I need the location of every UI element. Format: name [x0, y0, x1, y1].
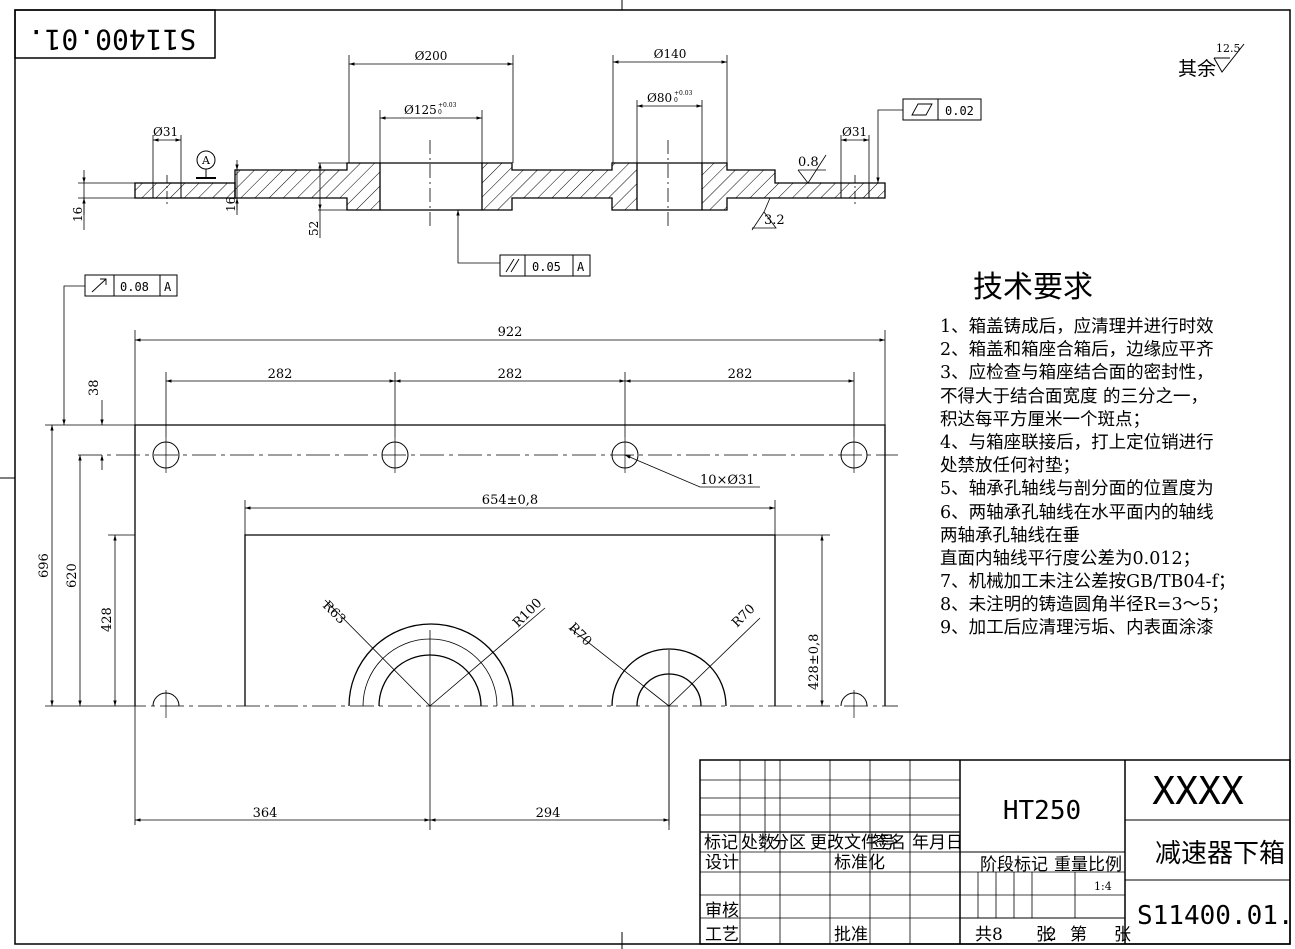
- dim-r100: R100: [510, 596, 545, 631]
- dim-d80: Ø80: [647, 91, 672, 105]
- parallelism-datum: A: [577, 260, 585, 274]
- datum-a-label: A: [201, 154, 211, 167]
- title-block-texts: HT250 XXXX 减速器下箱 S11400.01. 标记 处数 分区 更改文…: [704, 769, 1294, 945]
- dim-thk-mid: 16: [224, 197, 238, 212]
- parallelism-icon: [505, 258, 520, 273]
- rotated-code: S11400.01.: [28, 23, 197, 56]
- dim-d140: Ø140: [654, 47, 687, 61]
- dim-d80-tol-up: +0.03: [674, 90, 693, 97]
- tech-line: 不得大于结合面宽度 的三分之一，: [940, 386, 1209, 407]
- runout-value: 0.08: [120, 280, 149, 294]
- dim-282-b: 282: [498, 367, 523, 382]
- label-stage-mark: 阶段标记: [980, 855, 1048, 875]
- tech-line: 两轴承孔轴线在垂: [940, 525, 1080, 546]
- dim-thk-left: 16: [71, 207, 85, 222]
- material: HT250: [1003, 796, 1081, 826]
- dim-hole-right: Ø31: [842, 125, 867, 139]
- tech-line: 直面内轴线平行度公差为0.012；: [940, 548, 1201, 569]
- tech-line: 4、与箱座联接后，打上定位销进行: [940, 432, 1214, 453]
- part-name: 减速器下箱: [1155, 839, 1285, 869]
- dim-428: 428: [100, 607, 115, 632]
- dim-428-tol: 428±0,8: [807, 634, 822, 690]
- dim-38: 38: [87, 379, 102, 396]
- hdr-zone: 分区: [772, 833, 806, 853]
- dim-d80-tol-low: 0: [674, 97, 678, 104]
- hdr-mark: 标记: [704, 833, 738, 853]
- roughness-08: 0.8: [798, 155, 819, 170]
- dim-holes: 10×Ø31: [700, 473, 755, 488]
- dim-282-c: 282: [728, 367, 753, 382]
- company: XXXX: [1152, 769, 1244, 813]
- label-scale: 比例: [1088, 855, 1122, 875]
- label-review: 审核: [705, 901, 739, 921]
- hdr-signature: 签名: [872, 833, 906, 853]
- dim-d125: Ø125: [404, 103, 437, 117]
- total-sheets: 共8: [975, 925, 1003, 945]
- label-process: 工艺: [705, 925, 739, 945]
- parallelism-frame: 0.05 A: [499, 254, 591, 277]
- dim-620: 620: [65, 563, 80, 588]
- flatness-value: 0.02: [945, 104, 974, 118]
- tech-line: 5、轴承孔轴线与剖分面的位置度为: [940, 479, 1214, 500]
- dim-hole-left: Ø31: [153, 125, 178, 139]
- section-view: [78, 55, 903, 264]
- runout-icon: [91, 278, 107, 293]
- sheet-number-label: 第: [1070, 925, 1087, 945]
- sheet-unit: 张: [1114, 925, 1131, 945]
- rotated-code-box: S11400.01.: [14, 9, 216, 59]
- flatness-icon: [911, 103, 933, 116]
- tech-line: 1、箱盖铸成后，应清理并进行时效: [940, 317, 1214, 337]
- title-block: [699, 759, 1291, 945]
- dim-height-52: 52: [307, 221, 321, 236]
- roughness-note-label: 其余: [1178, 58, 1216, 80]
- sheet-number: 2: [1046, 925, 1057, 945]
- dim-364: 364: [253, 806, 278, 821]
- tech-line: 7、机械加工未注公差按GB/TB04-f；: [940, 572, 1236, 593]
- tech-line: 处禁放任何衬垫；: [940, 456, 1080, 477]
- parallelism-value: 0.05: [532, 260, 561, 274]
- dim-d200: Ø200: [415, 49, 448, 63]
- section-dimension-labels: Ø200 Ø140 Ø125 +0.03 0 Ø80 +0.03 0 Ø31 Ø…: [71, 47, 867, 236]
- plan-dimension-labels: 922 282 282 282 38 10×Ø31 654±0,8 696 62…: [37, 325, 822, 821]
- tech-line: 8、未注明的铸造圆角半径R=3～5；: [940, 595, 1229, 616]
- label-standardize: 标准化: [834, 853, 885, 873]
- label-weight: 重量: [1054, 855, 1088, 875]
- dim-r63: R63: [319, 598, 348, 627]
- dim-294: 294: [536, 806, 561, 821]
- hdr-count: 处数: [741, 833, 775, 853]
- scale-value: 1:4: [1094, 880, 1112, 893]
- drawing-number: S11400.01.: [1137, 901, 1294, 931]
- roughness-note: 其余 12.5: [1178, 42, 1245, 80]
- dim-922: 922: [498, 325, 523, 340]
- runout-frame: 0.08 A: [62, 274, 178, 425]
- runout-datum: A: [164, 280, 172, 294]
- total-sheets-unit: 张: [1036, 925, 1053, 945]
- tech-requirements-title: 技术要求: [973, 270, 1093, 305]
- dim-r70-b: R70: [729, 602, 758, 631]
- tech-line: 9、加工后应清理污垢、内表面涂漆: [940, 618, 1214, 639]
- hdr-change-doc: 更改文件号: [810, 833, 895, 853]
- dim-d125-tol-low: 0: [438, 109, 442, 116]
- flatness-frame: 0.02: [902, 98, 982, 121]
- dim-282-a: 282: [268, 367, 293, 382]
- dim-696: 696: [37, 553, 52, 578]
- tech-line: 6、两轴承孔轴线在水平面内的轴线: [940, 502, 1214, 523]
- tech-line: 2、箱盖和箱座合箱后，边缘应平齐: [940, 340, 1214, 361]
- plan-view: [45, 330, 898, 830]
- roughness-32: 3.2: [764, 213, 785, 228]
- dim-d125-tol-up: +0.03: [438, 102, 457, 109]
- tech-line: 积达每平方厘米一个斑点；: [940, 409, 1150, 430]
- roughness-note-value: 12.5: [1216, 42, 1241, 55]
- tech-line: 3、应检查与箱座结合面的密封性，: [940, 363, 1214, 384]
- dim-654: 654±0,8: [482, 493, 538, 508]
- tech-requirements-list: 1、箱盖铸成后，应清理并进行时效 2、箱盖和箱座合箱后，边缘应平齐 3、应检查与…: [940, 316, 1295, 641]
- dim-r70-a: R70: [565, 620, 594, 649]
- label-design: 设计: [705, 853, 739, 873]
- hdr-date: 年月日: [912, 833, 963, 853]
- label-approve: 批准: [834, 925, 868, 945]
